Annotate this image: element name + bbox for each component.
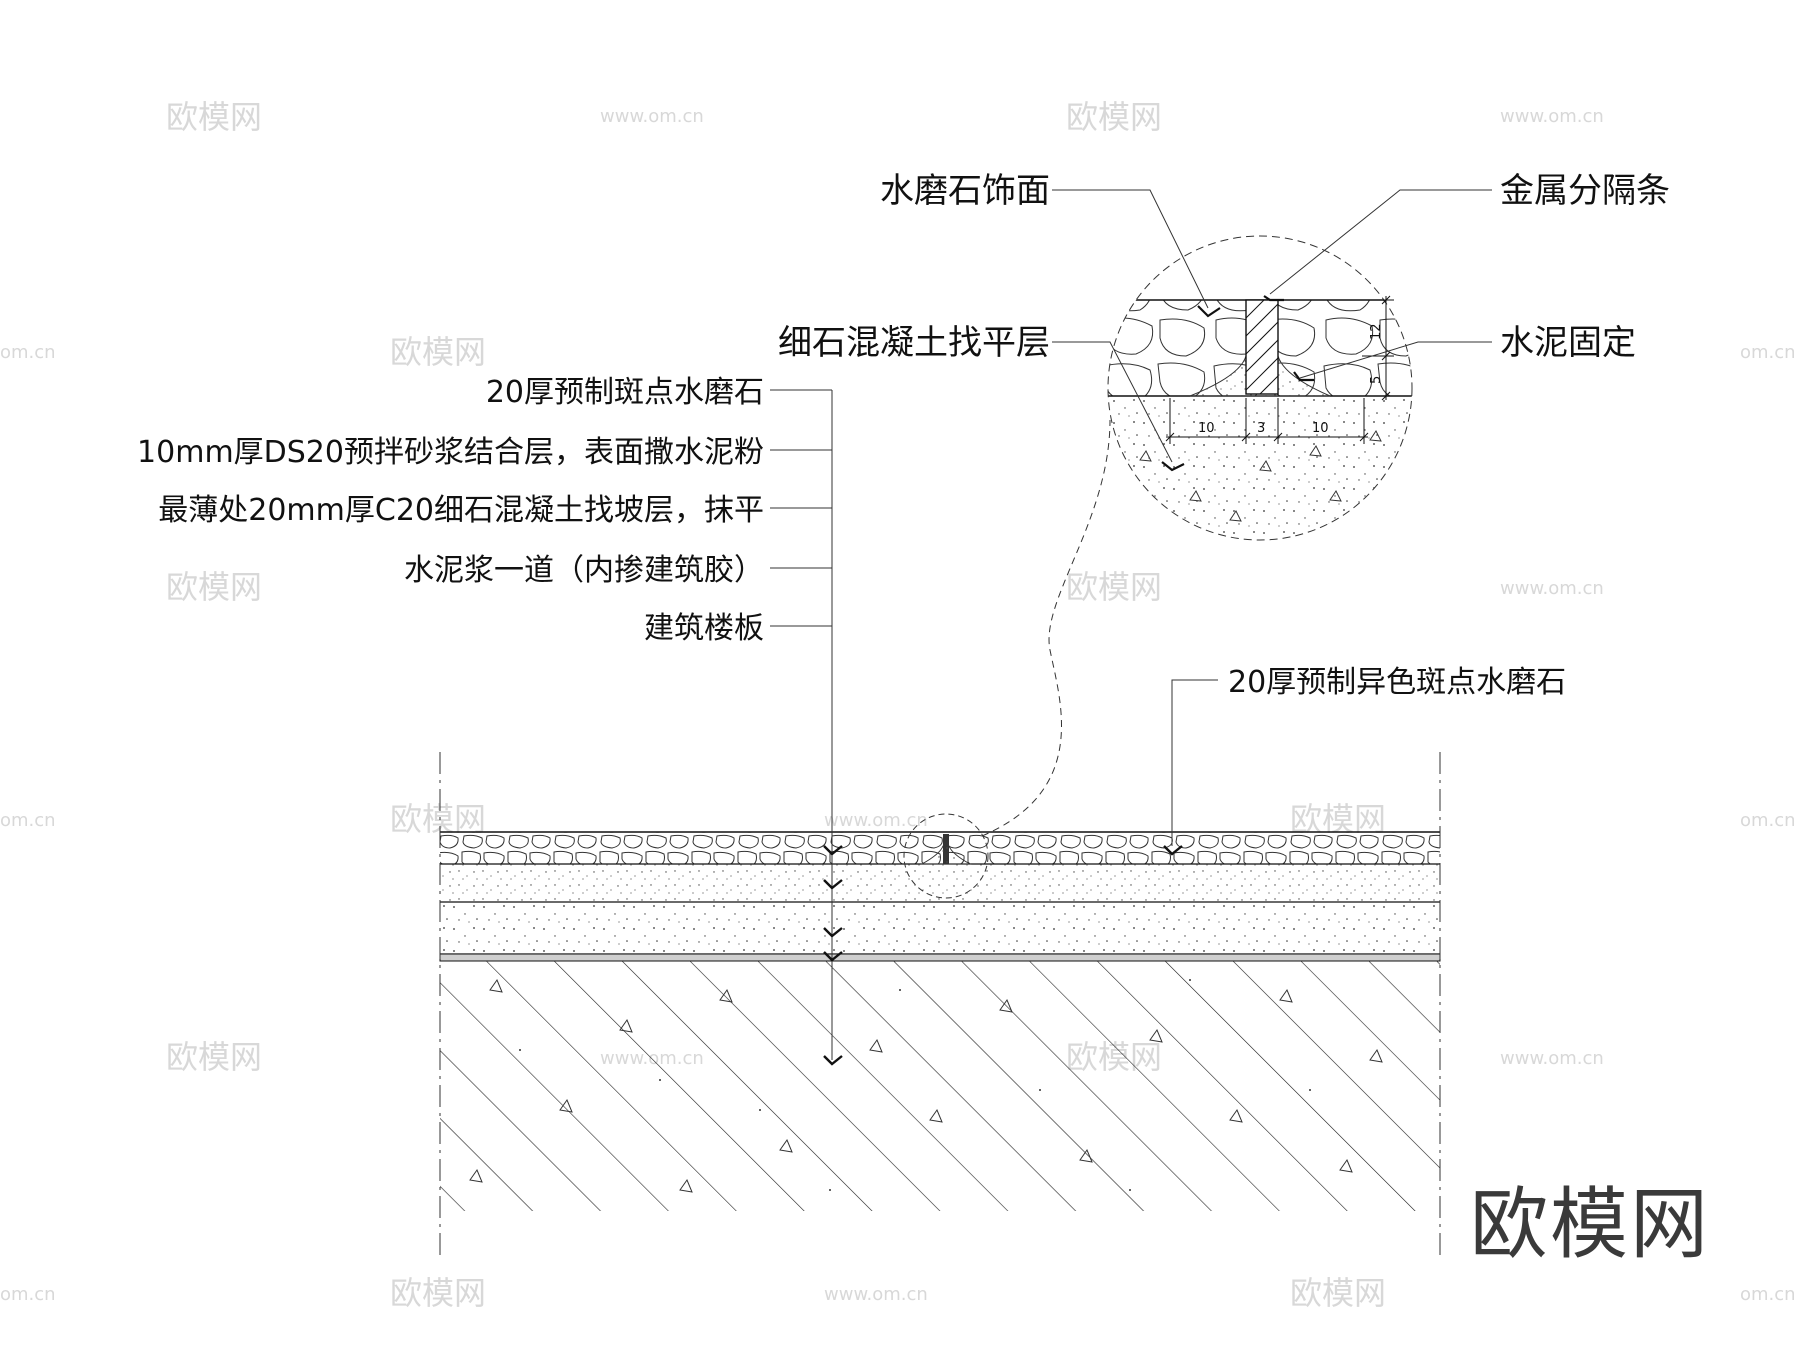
floor-section xyxy=(439,752,1441,1260)
detail-connector xyxy=(981,419,1111,837)
watermark-url: www.om.cn xyxy=(1500,1048,1604,1069)
watermark-url: www.om.cn xyxy=(600,106,704,127)
cement-fix-small xyxy=(920,845,972,865)
watermark-brand: 欧模网 xyxy=(166,98,262,136)
label-layer-slurry: 水泥浆一道（内掺建筑胶） xyxy=(404,553,764,588)
watermark-url: www.om.cn xyxy=(1500,106,1604,127)
dim-height-total: 12 xyxy=(1369,323,1384,340)
slab-specks xyxy=(519,979,1311,1191)
watermark-url: www.om.cn xyxy=(824,1284,928,1305)
detail-callout-small xyxy=(903,813,989,899)
watermark-url: om.cn xyxy=(0,342,56,363)
brand-logo-text: 欧模网 xyxy=(1470,1180,1711,1270)
label-layer-mortar: 10mm厚DS20预拌砂浆结合层，表面撒水泥粉 xyxy=(137,435,764,470)
section-leaders xyxy=(770,389,1218,1060)
watermark-url: om.cn xyxy=(1740,342,1796,363)
dim-strip-width: 3 xyxy=(1257,421,1265,436)
dim-height-base: 5 xyxy=(1369,376,1384,384)
dim-left-width: 10 xyxy=(1198,421,1215,436)
section-leader-ticks xyxy=(823,845,1183,1066)
label-alt-terrazzo: 20厚预制异色斑点水磨石 xyxy=(1228,665,1566,700)
watermark-brand: 欧模网 xyxy=(1290,1274,1386,1312)
concrete-slope-layer xyxy=(440,902,1440,954)
watermark-brand: 欧模网 xyxy=(390,333,486,371)
label-layer-terrazzo: 20厚预制斑点水磨石 xyxy=(486,375,764,410)
dim-right-width: 10 xyxy=(1312,421,1329,436)
detail-enlarged: 10 3 10 12 5 xyxy=(1107,235,1413,541)
watermark-url: www.om.cn xyxy=(824,810,928,831)
slab-aggregate xyxy=(469,978,1383,1193)
watermark-brand: 欧模网 xyxy=(1066,568,1162,606)
watermark-brand: 欧模网 xyxy=(390,1274,486,1312)
watermark-url: om.cn xyxy=(1740,1284,1796,1305)
label-layer-concrete: 最薄处20mm厚C20细石混凝土找坡层，抹平 xyxy=(158,493,764,528)
watermark-brand: 欧模网 xyxy=(166,1038,262,1076)
label-layer-slab: 建筑楼板 xyxy=(644,611,764,646)
watermark-url: www.om.cn xyxy=(1500,578,1604,599)
label-leveling-layer: 细石混凝土找平层 xyxy=(778,323,1050,363)
detail-callout-large xyxy=(1107,235,1413,541)
floor-slab xyxy=(440,961,1440,1211)
watermark-url: om.cn xyxy=(0,1284,56,1305)
detail-metal-strip xyxy=(1245,299,1279,395)
watermark-brand: 欧模网 xyxy=(1066,98,1162,136)
detail-leader-ticks xyxy=(1161,295,1314,472)
watermark-url: om.cn xyxy=(0,810,56,831)
cement-slurry-layer xyxy=(439,953,1441,962)
label-metal-strip: 金属分隔条 xyxy=(1500,171,1670,211)
label-cement-fix: 水泥固定 xyxy=(1500,323,1636,363)
label-terrazzo-facing: 水磨石饰面 xyxy=(880,171,1050,211)
detail-leaders xyxy=(1052,189,1492,463)
watermark-brand: 欧模网 xyxy=(166,568,262,606)
detail-dimensions xyxy=(1165,295,1394,444)
watermark-url: om.cn xyxy=(1740,810,1796,831)
mortar-layer xyxy=(440,864,1440,902)
detail-concrete xyxy=(1108,396,1412,540)
